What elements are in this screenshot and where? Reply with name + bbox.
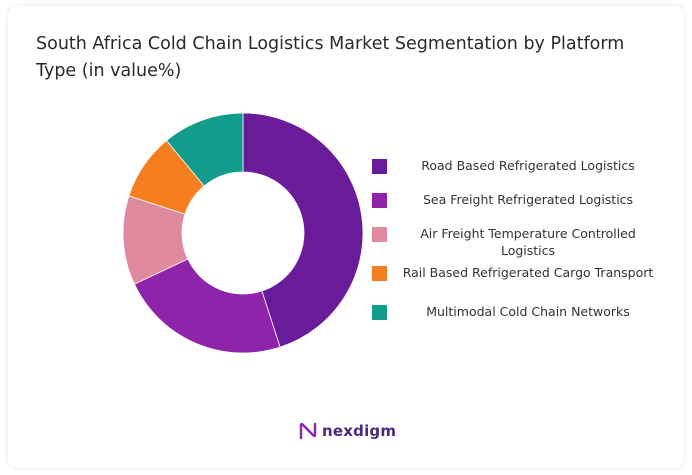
nexdigm-logo-icon <box>299 422 317 440</box>
donut-slice-sea <box>133 258 281 354</box>
brand-name: nexdigm <box>322 422 397 440</box>
legend-item-road: Road Based Refrigerated Logistics <box>372 155 662 174</box>
legend-swatch <box>372 193 387 208</box>
legend-item-sea: Sea Freight Refrigerated Logistics <box>372 189 662 208</box>
legend-swatch <box>372 159 387 174</box>
legend-swatch <box>372 266 387 281</box>
legend-item-rail: Rail Based Refrigerated Cargo Transport <box>372 262 662 281</box>
legend-item-air: Air Freight Temperature Controlled Logis… <box>372 223 662 259</box>
donut-slice-multimodal <box>165 112 244 187</box>
brand-logo: nexdigm <box>298 420 396 442</box>
legend-swatch <box>372 305 387 320</box>
chart-title: South Africa Cold Chain Logistics Market… <box>36 34 625 81</box>
donut-slice-road <box>242 112 364 348</box>
legend-label: Multimodal Cold Chain Networks <box>426 304 630 319</box>
legend-label: Air Freight Temperature Controlled Logis… <box>420 226 636 258</box>
legend-label: Sea Freight Refrigerated Logistics <box>422 192 634 207</box>
legend-item-multimodal: Multimodal Cold Chain Networks <box>372 301 662 320</box>
legend-label: Road Based Refrigerated Logistics <box>421 158 635 173</box>
legend-label: Rail Based Refrigerated Cargo Transport <box>402 265 654 280</box>
legend-swatch <box>372 227 387 242</box>
